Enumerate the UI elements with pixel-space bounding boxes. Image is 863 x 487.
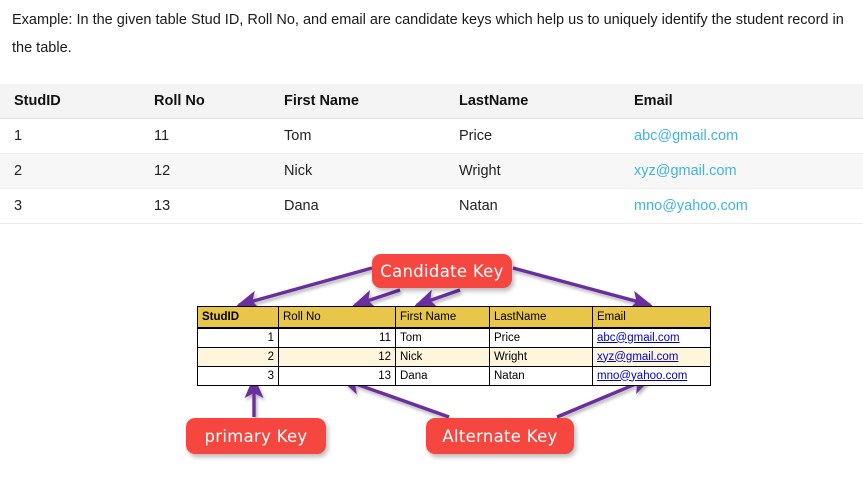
inner-cell-email[interactable]: mno@yahoo.com <box>592 366 711 386</box>
inner-col-lastname: LastName <box>489 306 593 329</box>
inner-email-link[interactable]: mno@yahoo.com <box>597 369 688 382</box>
inner-table-row: 1 11 Tom Price abc@gmail.com <box>197 327 711 348</box>
cell-lastname: Natan <box>459 198 498 214</box>
cell-studid: 1 <box>14 128 23 144</box>
main-col-email: Email <box>634 93 673 109</box>
inner-table-row: 3 13 Dana Natan mno@yahoo.com <box>197 366 711 386</box>
main-col-rollno: Roll No <box>154 93 205 109</box>
inner-cell-rollno: 13 <box>278 366 396 386</box>
cell-rollno: 11 <box>154 128 170 144</box>
arrow-layer <box>236 266 653 419</box>
inner-cell-email[interactable]: xyz@gmail.com <box>592 347 711 367</box>
cell-lastname: Price <box>459 128 493 144</box>
main-col-studid: StudID <box>14 93 61 109</box>
inner-cell-lastname: Price <box>489 327 593 348</box>
cell-firstname: Nick <box>284 163 313 179</box>
inner-cell-firstname: Nick <box>395 347 490 367</box>
callout-primary-key: primary Key <box>186 418 326 454</box>
diagram-inner-table-wrap: StudID Roll No First Name LastName Email… <box>197 306 711 386</box>
callout-alternate-key: Alternate Key <box>426 418 574 454</box>
inner-cell-rollno: 11 <box>278 327 396 348</box>
diagram-inner-table: StudID Roll No First Name LastName Email… <box>197 306 711 386</box>
main-col-firstname: First Name <box>284 93 359 109</box>
cell-studid: 3 <box>14 198 23 214</box>
main-table: StudID Roll No First Name LastName Email… <box>0 84 863 224</box>
arrow-candidate-to-studid <box>236 266 373 310</box>
inner-cell-firstname: Tom <box>395 327 490 348</box>
cell-email-link[interactable]: abc@gmail.com <box>634 128 739 144</box>
table-row: 2 12 Nick Wright xyz@gmail.com <box>0 153 863 189</box>
table-row: 1 11 Tom Price abc@gmail.com <box>0 118 863 154</box>
cell-lastname: Wright <box>459 163 501 179</box>
cell-firstname: Dana <box>284 198 319 214</box>
arrow-candidate-to-email <box>512 266 653 310</box>
inner-col-firstname: First Name <box>395 306 490 329</box>
inner-cell-firstname: Dana <box>395 366 490 386</box>
inner-email-link[interactable]: xyz@gmail.com <box>597 350 679 363</box>
cell-email-link[interactable]: xyz@gmail.com <box>634 163 737 179</box>
inner-cell-lastname: Natan <box>489 366 593 386</box>
callout-candidate-key: Candidate Key <box>372 254 512 288</box>
inner-cell-studid: 2 <box>197 347 279 367</box>
inner-cell-studid: 3 <box>197 366 279 386</box>
cell-rollno: 13 <box>154 198 171 214</box>
inner-col-email: Email <box>592 306 711 329</box>
arrow-candidate-to-firstname <box>414 288 461 308</box>
inner-col-studid: StudID <box>197 306 279 329</box>
arrow-candidate-to-rollno <box>352 288 401 309</box>
cell-rollno: 12 <box>154 163 171 179</box>
cell-email-link[interactable]: mno@yahoo.com <box>634 198 748 214</box>
inner-col-rollno: Roll No <box>278 306 396 329</box>
intro-paragraph: Example: In the given table Stud ID, Rol… <box>12 12 844 56</box>
table-row: 3 13 Dana Natan mno@yahoo.com <box>0 188 863 224</box>
cell-firstname: Tom <box>284 128 312 144</box>
key-types-diagram: StudID Roll No First Name LastName Email… <box>0 236 863 487</box>
inner-table-row: 2 12 Nick Wright xyz@gmail.com <box>197 347 711 367</box>
inner-cell-studid: 1 <box>197 327 279 348</box>
inner-email-link[interactable]: abc@gmail.com <box>597 331 680 344</box>
inner-cell-lastname: Wright <box>489 347 593 367</box>
main-col-lastname: LastName <box>459 93 529 109</box>
inner-cell-rollno: 12 <box>278 347 396 367</box>
inner-cell-email[interactable]: abc@gmail.com <box>592 327 711 348</box>
inner-header-row: StudID Roll No First Name LastName Email <box>197 306 711 329</box>
cell-studid: 2 <box>14 163 23 179</box>
main-table-header-row: StudID Roll No First Name LastName Email <box>0 84 863 119</box>
